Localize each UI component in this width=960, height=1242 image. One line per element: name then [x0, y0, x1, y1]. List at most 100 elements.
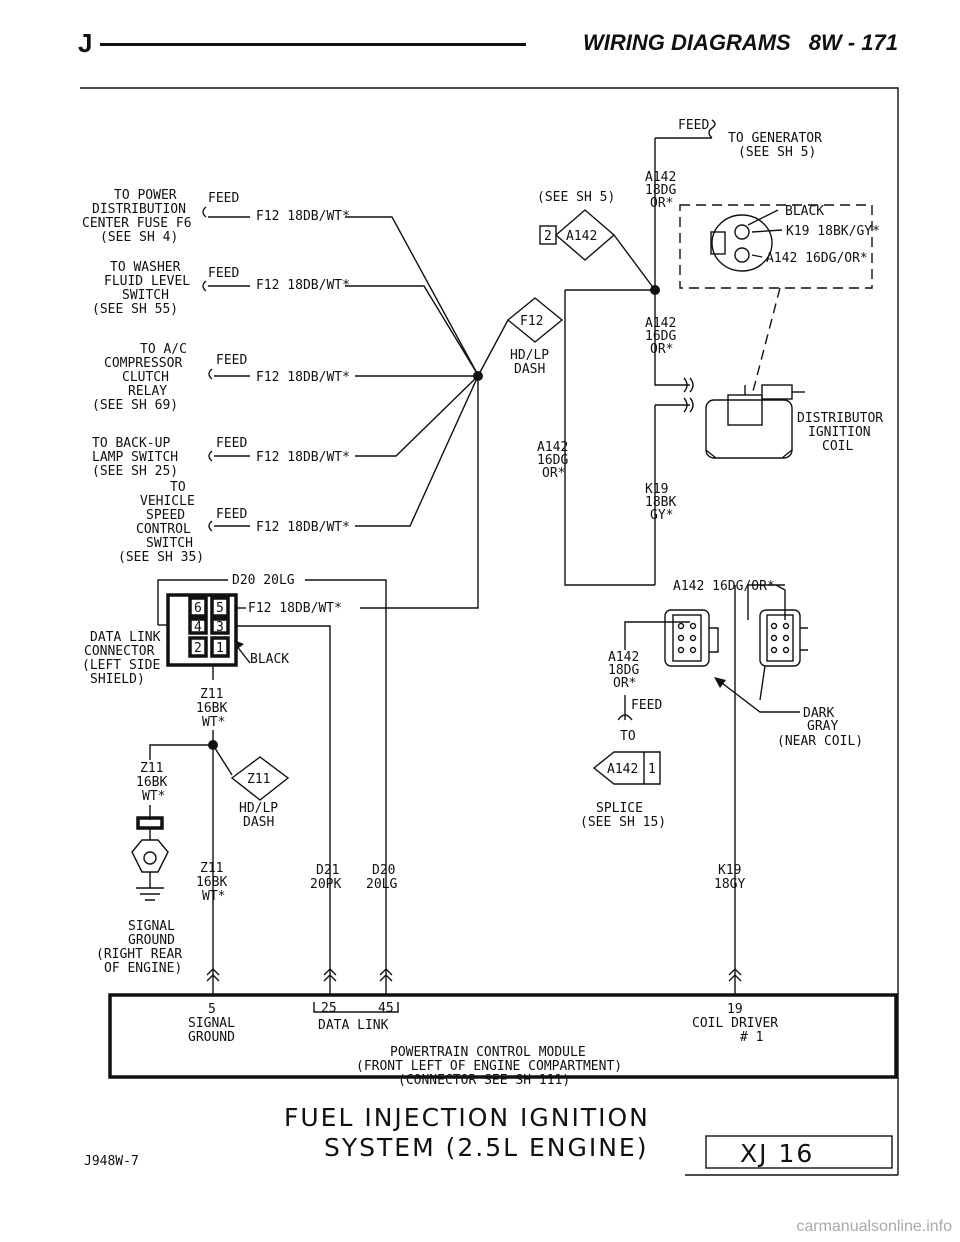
z11-hdlp-label: HD/LP	[239, 801, 278, 816]
pin-number: 5	[216, 601, 224, 616]
a142-to-coil	[654, 290, 690, 386]
top-feed-label: FEED	[678, 118, 709, 133]
ground-label-line: OF ENGINE)	[104, 961, 182, 976]
connector-right-pin	[782, 622, 790, 630]
wire-label-line: K19	[645, 482, 668, 497]
connector-feed-wire	[624, 621, 690, 650]
dark-gray-leader-b	[759, 665, 766, 701]
figure-id: J948W-7	[84, 1154, 139, 1169]
wire-label-line: Z11	[140, 761, 163, 776]
wire-label-line: 18BK	[645, 495, 676, 510]
pin-box	[210, 636, 230, 658]
dark-gray-label-line: DARK	[803, 706, 834, 721]
header-page-number: 8W - 171	[808, 30, 898, 55]
f12-wire-label: F12 18DB/WT*	[256, 450, 350, 465]
chevron	[206, 968, 220, 982]
feed-label-line: CONTROL	[136, 522, 191, 537]
f12-wire-label: F12 18DB/WT*	[256, 520, 350, 535]
a142-leader	[751, 254, 763, 258]
splice-f12-wire	[477, 319, 509, 377]
feed-label-line: FLUID LEVEL	[104, 274, 190, 289]
connector-right-body	[759, 609, 801, 667]
wire-label-line: WT*	[202, 715, 225, 730]
data-link-f12-label: F12 18DB/WT*	[248, 601, 342, 616]
connector-left-latch	[709, 627, 719, 653]
f12-wire-2	[202, 280, 479, 376]
dark-gray-leader-a	[717, 679, 800, 713]
a142-row-label: A142 16DG/OR*	[673, 579, 775, 594]
d20-label: 20LG	[366, 877, 397, 892]
connector-left-body	[664, 609, 710, 667]
splice-ref-line: SPLICE	[596, 801, 643, 816]
pcm-pin19: 19	[727, 1002, 743, 1017]
wire-label-line: OR*	[542, 466, 565, 481]
header-letter: J	[78, 28, 93, 58]
connector-black-label: BLACK	[785, 204, 824, 219]
connector-a142-label: A142 16DG/OR*	[766, 251, 868, 266]
feed-label-line: TO BACK-UP	[92, 436, 170, 451]
pcm-coil-driver: # 1	[740, 1030, 763, 1045]
pin-number: 3	[216, 620, 224, 635]
feed-label-line: (SEE SH 69)	[92, 398, 178, 413]
connector-left-pin	[689, 634, 697, 642]
wire-label-line: A142	[537, 440, 568, 455]
splice-number: 2	[544, 229, 552, 244]
d21-label: D21	[316, 863, 339, 878]
pcm-location: (FRONT LEFT OF ENGINE COMPARTMENT)	[356, 1059, 622, 1074]
z11-ground-wiring: Z11 16BK WT* Z11 HD/LP DASH Z11 16BK WT*…	[96, 687, 290, 995]
pcm-signal-ground: GROUND	[188, 1030, 235, 1045]
ground-label-line: GROUND	[128, 933, 175, 948]
splice-f12-label: F12	[520, 314, 543, 329]
pcm-connector-chevrons	[206, 968, 742, 982]
feed-word: FEED	[208, 191, 239, 206]
connector-right-pin	[782, 634, 790, 642]
pcm-coil-driver: COIL DRIVER	[692, 1016, 778, 1031]
ground-eyelet	[131, 839, 169, 873]
distributor-ignition-coil: DISTRIBUTOR IGNITION COIL	[655, 377, 883, 459]
wire-label-line: OR*	[613, 676, 636, 691]
connector-k19-label: K19 18BK/GY*	[786, 224, 880, 239]
k19-18bk-label: K19 18BK GY*	[645, 482, 676, 523]
wire-label-line: WT*	[142, 789, 165, 804]
k19-18gy-line: 18GY	[714, 877, 745, 892]
pin-number: 1	[216, 641, 224, 656]
pin-box	[188, 617, 208, 635]
feed-label-line: SPEED	[146, 508, 185, 523]
black-leader	[747, 209, 779, 226]
feed-label-line: (SEE SH 25)	[92, 464, 178, 479]
z11-to-splice	[212, 744, 233, 776]
splice-diamond	[506, 297, 564, 343]
wire-label-line: A142	[645, 316, 676, 331]
feed-label-line: CLUTCH	[122, 370, 169, 385]
wire-label-line: 18DG	[645, 183, 676, 198]
feed-label-line: RELAY	[128, 384, 167, 399]
pin-box	[210, 617, 230, 635]
ac-feed: TO A/C COMPRESSOR CLUTCH RELAY (SEE SH 6…	[92, 342, 478, 413]
coil-connector-a	[683, 377, 694, 393]
connector-left-pin	[677, 646, 685, 654]
feed-label-line: SWITCH	[122, 288, 169, 303]
wire-label-line: WT*	[202, 889, 225, 904]
connector-pin-k19	[734, 224, 750, 240]
pcm-outline	[108, 993, 898, 1079]
connector-outline	[679, 204, 873, 289]
splice-a142-label: A142	[607, 762, 638, 777]
splice-a142-number: 1	[648, 762, 656, 777]
wire-label-line: OR*	[650, 342, 673, 357]
feed-label-line: TO POWER	[114, 188, 177, 203]
connector-right-pin	[782, 646, 790, 654]
splice-z11-label: Z11	[247, 772, 270, 787]
data-link-label-line: (LEFT SIDE	[82, 658, 160, 673]
wire-label-line: 18DG	[608, 663, 639, 678]
pcm-signal-ground: SIGNAL	[188, 1016, 235, 1031]
wire-label-line: A142	[608, 650, 639, 665]
splice-z11-diamond	[230, 756, 290, 801]
data-link-label-line: DATA LINK	[90, 630, 161, 645]
diagram-frame	[80, 87, 899, 1175]
d20-top-label: D20 20LG	[232, 573, 295, 588]
data-link-label-line: SHIELD)	[90, 672, 145, 687]
d21-label: 20PK	[310, 877, 341, 892]
pcm-data-link: DATA LINK	[318, 1018, 389, 1033]
splice-f12-diamond: F12	[477, 297, 564, 377]
